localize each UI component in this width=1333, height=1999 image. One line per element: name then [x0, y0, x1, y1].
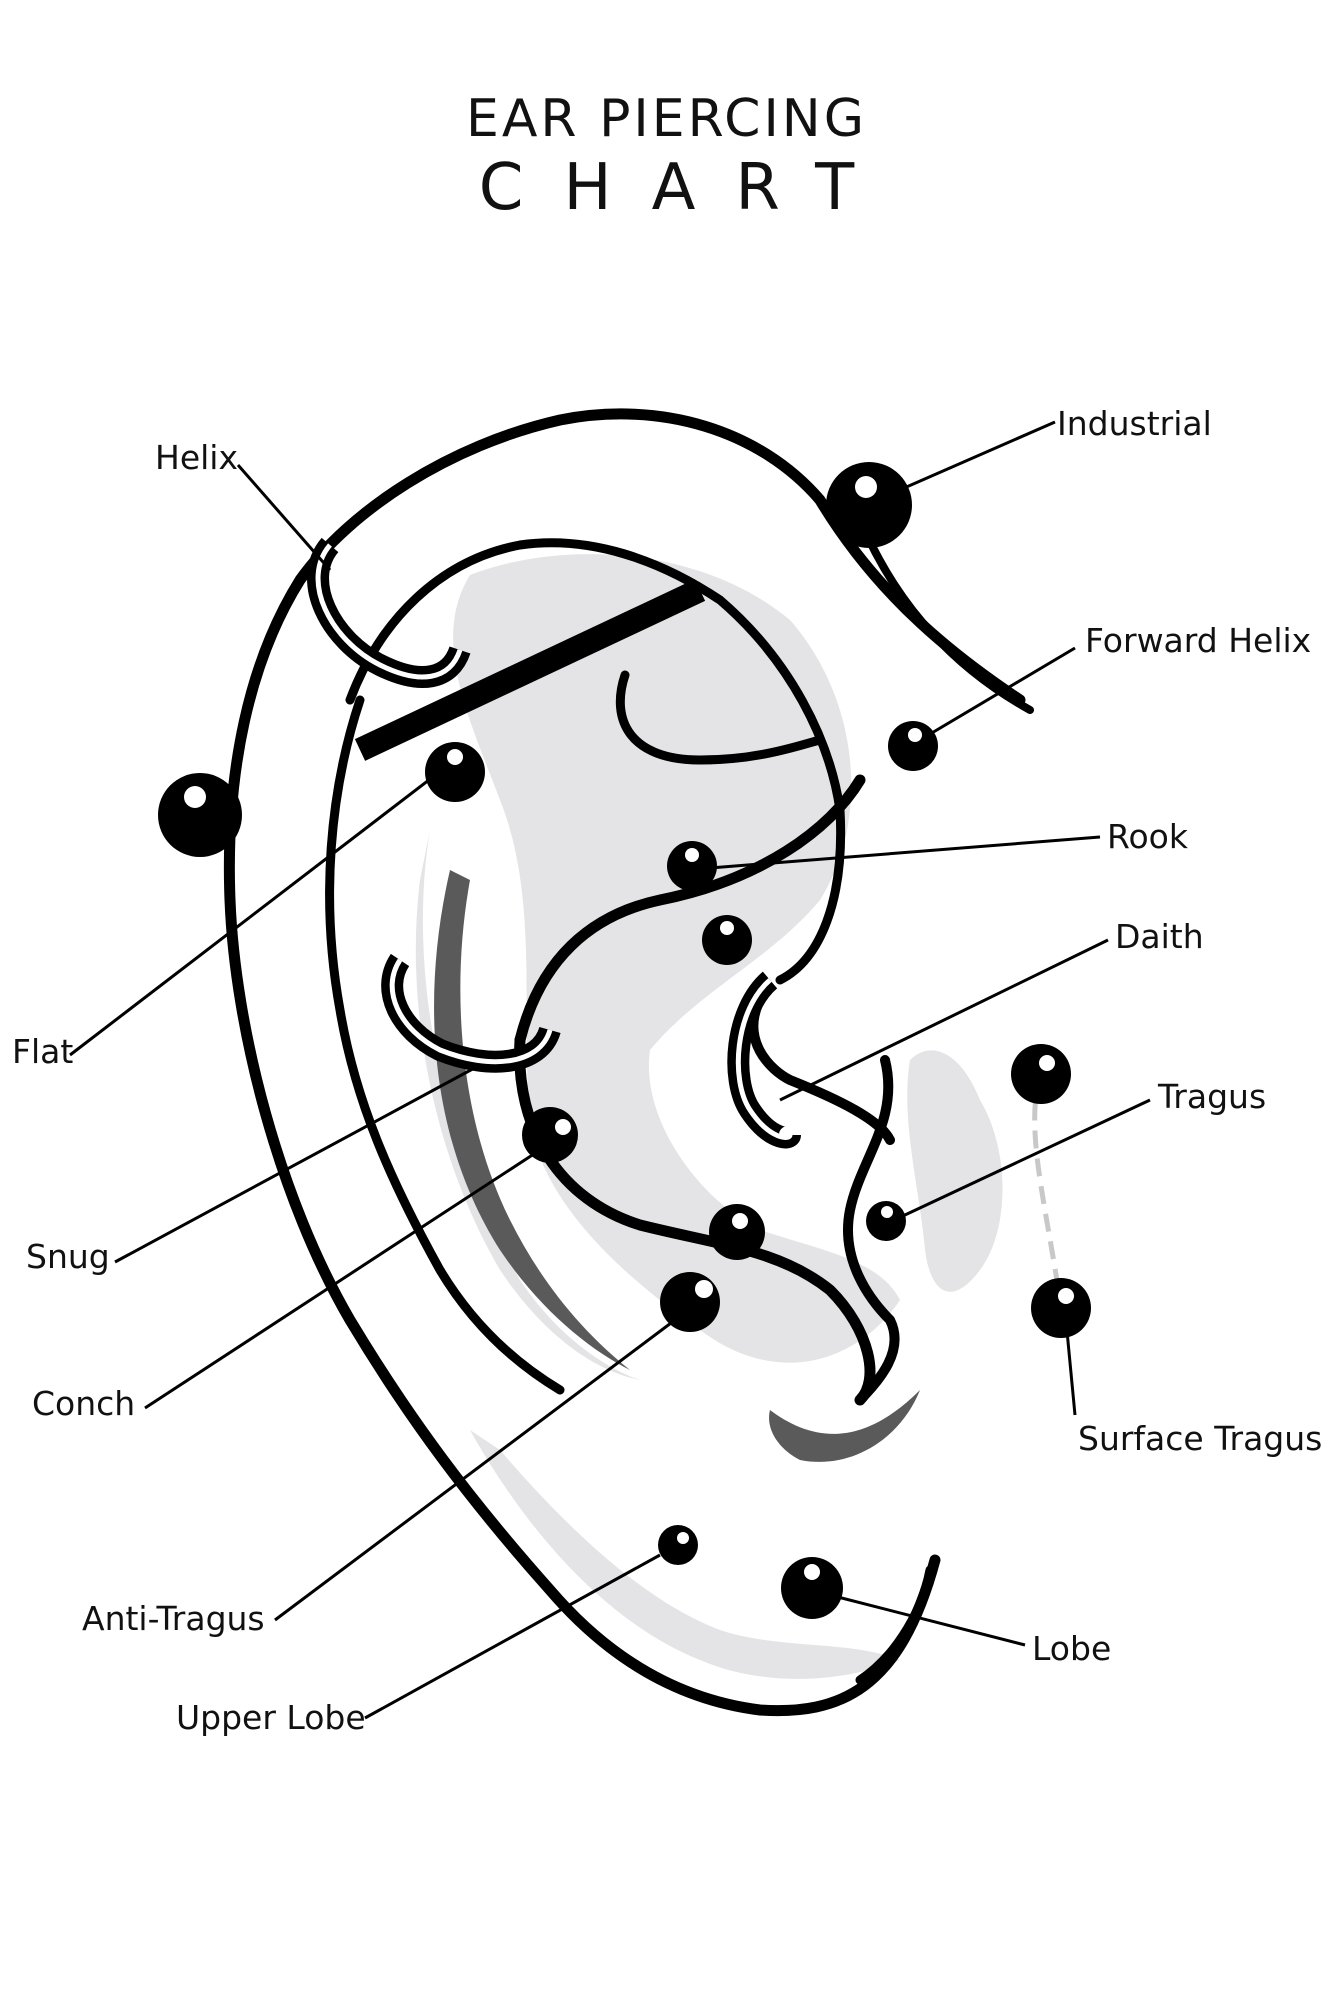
label-upper-lobe: Upper Lobe	[176, 1698, 366, 1737]
leader-upper-lobe	[364, 1553, 661, 1720]
leader-conch	[144, 1148, 541, 1410]
industrial-bar	[354, 579, 706, 761]
stud-forward-helix	[888, 721, 938, 771]
stud-conch-lower	[709, 1204, 765, 1260]
leader-anti-tragus	[274, 1318, 676, 1622]
lobe-inner-curve	[855, 1565, 935, 1685]
stud-rook	[667, 841, 717, 891]
antihelix-crus	[514, 774, 866, 1046]
label-lobe: Lobe	[1032, 1629, 1111, 1668]
title-line-1: EAR PIERCING	[465, 89, 867, 149]
lobe-shading	[470, 1430, 900, 1679]
label-conch: Conch	[32, 1384, 135, 1423]
title-line-2: CHART	[478, 151, 895, 225]
daith-ring-highlight	[735, 978, 793, 1140]
studs	[158, 462, 1091, 1619]
stud-surface-tragus-top	[1011, 1044, 1071, 1104]
leader-forward-helix	[919, 646, 1076, 742]
leader-lobe	[829, 1593, 1026, 1647]
stud-upper-lobe	[658, 1525, 698, 1565]
stud-rook-lower	[702, 915, 752, 965]
stud-industrial	[826, 462, 912, 548]
tragus-shading	[907, 1050, 1003, 1292]
leader-flat	[69, 758, 456, 1057]
leader-tragus	[889, 1098, 1151, 1224]
leader-rook	[709, 835, 1101, 870]
helix-ring-highlight	[315, 543, 463, 680]
label-tragus: Tragus	[1157, 1077, 1266, 1116]
label-helix: Helix	[155, 438, 238, 477]
tragus-outline	[843, 1055, 900, 1405]
stud-conch	[522, 1107, 578, 1163]
label-surface-tragus: Surface Tragus	[1078, 1419, 1322, 1458]
stud-surface-tragus-bottom	[1031, 1278, 1091, 1338]
stud-lobe	[781, 1557, 843, 1619]
leader-lines	[69, 420, 1151, 1720]
helix-outer-rim	[223, 408, 1026, 1717]
helix-ring	[307, 537, 471, 688]
stud-anti-tragus	[660, 1272, 720, 1332]
antihelix-shadow	[434, 870, 630, 1370]
leader-daith	[779, 938, 1109, 1102]
stud-flat	[425, 742, 485, 802]
helix-root-curve	[856, 516, 1034, 714]
label-industrial: Industrial	[1057, 404, 1212, 443]
leader-industrial	[894, 420, 1056, 494]
leader-snug	[114, 1063, 481, 1264]
label-rook: Rook	[1107, 817, 1189, 856]
scapha-curve	[615, 670, 825, 765]
ear-shading	[415, 554, 1003, 1679]
snug-ring-highlight	[389, 958, 553, 1065]
label-anti-tragus: Anti-Tragus	[82, 1599, 265, 1638]
surface-tragus-bar	[1032, 1074, 1063, 1301]
stud-helix-back	[158, 773, 242, 857]
helix-inner-rim	[345, 538, 846, 985]
stud-tragus	[866, 1201, 906, 1241]
leader-helix	[236, 464, 332, 571]
label-forward-helix: Forward Helix	[1085, 621, 1311, 660]
rings	[307, 537, 801, 1149]
crus-helix	[748, 995, 895, 1145]
label-snug: Snug	[26, 1237, 110, 1276]
antitragus-shadow	[769, 1390, 920, 1462]
label-daith: Daith	[1115, 917, 1204, 956]
labels: Helix Industrial Forward Helix Rook Dait…	[12, 404, 1322, 1737]
label-flat: Flat	[12, 1032, 73, 1071]
concha-shading	[453, 554, 900, 1363]
antihelix-outline	[325, 695, 565, 1395]
chart-title: EAR PIERCING CHART	[0, 88, 1333, 226]
